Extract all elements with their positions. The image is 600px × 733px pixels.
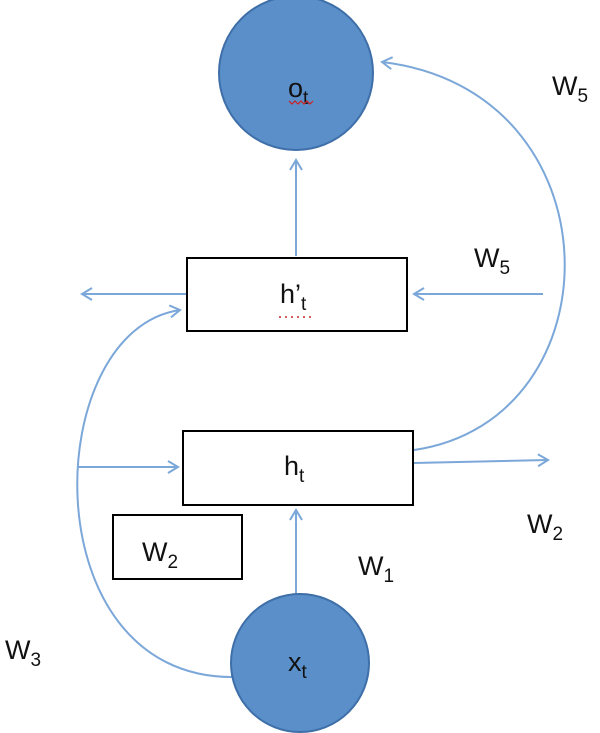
arrow-xt-to-htprime-w3 [76, 304, 233, 678]
w2-box: W2 [112, 514, 243, 580]
weight-w5-mid: W5 [474, 243, 510, 279]
hidden-forward-rect [182, 430, 414, 506]
arrow-ht-out-right-w2 [413, 453, 550, 468]
w2-box-label: W2 [142, 537, 178, 573]
weight-w5-top: W5 [552, 71, 588, 107]
output-label: ot [288, 73, 309, 109]
hidden-backward-box: h’t [186, 257, 408, 332]
input-circle [230, 593, 370, 733]
input-label: xt [288, 647, 308, 683]
hidden-forward-box: ht [182, 430, 414, 506]
input-node-xt: xt [230, 593, 370, 733]
hidden-backward-label: h’t [280, 279, 307, 315]
output-node-ot: ot [218, 0, 374, 151]
output-circle [218, 0, 374, 151]
connections [76, 56, 566, 678]
w2-box-rect [112, 514, 243, 580]
weight-w3: W3 [5, 635, 41, 671]
hidden-backward-rect [186, 257, 408, 332]
weight-w1: W1 [358, 551, 394, 587]
weight-w2-right: W2 [527, 509, 563, 545]
spellcheck-squiggle-ot [288, 100, 314, 105]
hidden-forward-label: ht [284, 451, 305, 487]
arrow-ht-to-ot-w5 [380, 56, 566, 451]
